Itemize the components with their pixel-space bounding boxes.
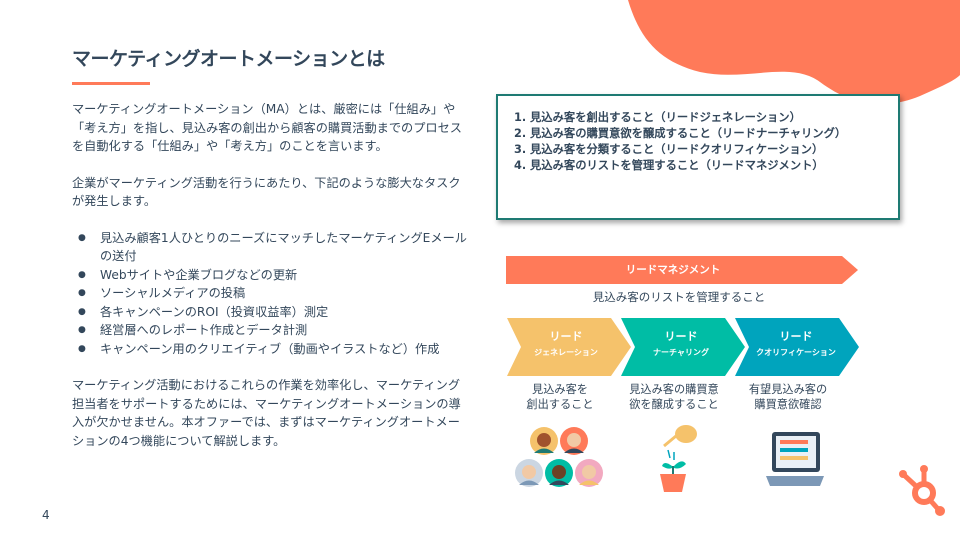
- page-title: マーケティングオートメーションとは: [72, 48, 385, 70]
- lead-management-label: リードマネジメント: [625, 264, 721, 276]
- intro-paragraph-2: 企業がマーケティング活動を行うにあたり、下記のような膨大なタスクが発生します。: [72, 175, 461, 209]
- watering-plant-icon: [660, 425, 697, 492]
- list-item: ソーシャルメディアの投稿: [72, 284, 467, 303]
- title-underline: [72, 82, 150, 85]
- lead-generation-chevron: [507, 318, 631, 376]
- list-item: 見込み顧客1人ひとりのニーズにマッチしたマーケティングEメールの送付: [72, 229, 467, 266]
- lead-nurturing-description: 見込み客の購買意欲を醸成すること: [629, 383, 719, 411]
- lead-management-description: 見込み客のリストを管理すること: [592, 290, 766, 304]
- function-item: 1.見込み客を創出すること（リードジェネレーション）: [514, 111, 801, 124]
- lead-generation-label: リード ジェネレーション: [534, 330, 598, 357]
- laptop-checklist-icon: [766, 432, 824, 486]
- hubspot-logo-icon: [899, 465, 945, 516]
- intro-paragraph-3: マーケティング活動におけるこれらの作業を効率化し、マーケティング担当者をサポート…: [72, 378, 461, 448]
- lead-generation-description: 見込み客を創出すること: [526, 383, 594, 411]
- list-item: キャンペーン用のクリエイティブ（動画やイラストなど）作成: [72, 340, 467, 359]
- lead-nurturing-label: リード ナーチャリング: [653, 330, 709, 357]
- people-avatars-icon: [515, 427, 603, 487]
- function-item: 2.見込み客の購買意欲を醸成すること（リードナーチャリング）: [514, 127, 847, 140]
- lead-qualification-chevron: [735, 318, 859, 376]
- function-item: 4.見込み客のリストを管理すること（リードマネジメント）: [514, 159, 824, 172]
- function-item: 3.見込み客を分類すること（リードクオリフィケーション）: [514, 143, 824, 156]
- lead-management-arrow: [506, 256, 858, 284]
- list-item: 各キャンペーンのROI（投資収益率）測定: [72, 303, 467, 322]
- lead-nurturing-chevron: [621, 318, 745, 376]
- intro-paragraph-1: マーケティングオートメーション（MA）とは、厳密には「仕組み」や「考え方」を指し…: [72, 102, 462, 153]
- list-item: Webサイトや企業ブログなどの更新: [72, 266, 467, 285]
- lead-qualification-label: リード クオリフィケーション: [756, 330, 836, 357]
- list-item: 経営層へのレポート作成とデータ計測: [72, 321, 467, 340]
- page-number: 4: [42, 508, 50, 522]
- functions-list: 1.見込み客を創出すること（リードジェネレーション） 2.見込み客の購買意欲を醸…: [514, 110, 898, 174]
- intro-text-column: マーケティングオートメーション（MA）とは、厳密には「仕組み」や「考え方」を指し…: [72, 100, 467, 450]
- task-list: 見込み顧客1人ひとりのニーズにマッチしたマーケティングEメールの送付 Webサイ…: [72, 229, 467, 359]
- functions-box: 1.見込み客を創出すること（リードジェネレーション） 2.見込み客の購買意欲を醸…: [496, 94, 900, 220]
- lead-qualification-description: 有望見込み客の購買意欲確認: [748, 383, 828, 411]
